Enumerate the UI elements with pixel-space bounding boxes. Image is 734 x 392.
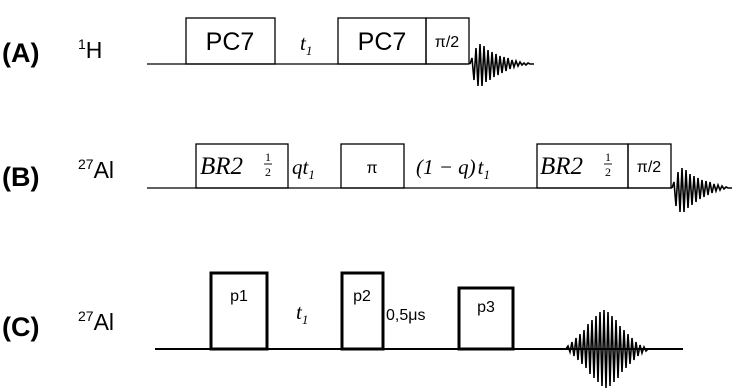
panel-b-fid: [671, 167, 732, 213]
panel-b-pi2-pulse: [627, 143, 672, 189]
panel-a-nucleus: 1H: [78, 36, 102, 63]
panel-c-p3-pulse: [457, 286, 515, 351]
panel-c-p3-label: p3: [477, 299, 495, 316]
panel-c-echo: [565, 309, 650, 389]
panel-a-pi2-pulse: [425, 17, 470, 65]
panel-c-p1-label: p1: [230, 288, 248, 305]
panel-b-label: (B): [2, 162, 39, 192]
panel-b-br2-block-1: [195, 143, 289, 189]
panel-a-pc7-label-1: PC7: [206, 28, 255, 56]
panel-b-br2-label-2: BR2: [540, 153, 583, 180]
panel-b-fraction-num-1: 1: [265, 150, 271, 164]
panel-c-label: (C): [2, 312, 39, 342]
panel-b: (B) 27Al BR2 1 2 qt1 π (1 − q)t1 BR2 1 2…: [2, 143, 732, 213]
panel-b-br2-label-1: BR2: [200, 153, 243, 180]
panel-a-pc7-label-2: PC7: [358, 28, 407, 56]
panel-a-pi2-label: π/2: [435, 34, 459, 51]
panel-a-fid: [469, 43, 534, 87]
panel-c: (C) 27Al p1 t1 p2 0,5μs p3: [2, 271, 683, 389]
panel-b-fraction-den-2: 2: [605, 165, 611, 179]
panel-c-p1-pulse: [209, 271, 269, 351]
panel-c-p2-pulse: [340, 271, 385, 351]
panel-a-delay-t1: t1: [300, 31, 312, 58]
panel-b-delay-qt1: qt1: [292, 155, 315, 182]
panel-c-p2-label: p2: [353, 288, 371, 305]
panel-b-pi-label: π: [366, 160, 377, 177]
panel-b-pi-pulse: [340, 143, 405, 189]
panel-c-delay-t1: t1: [296, 300, 308, 327]
panel-b-delay-1-q-t1: (1 − q)t1: [416, 155, 490, 182]
panel-b-fraction-num-2: 1: [605, 150, 611, 164]
panel-a: (A) 1H PC7 t1 PC7 π/2: [2, 17, 534, 87]
panel-c-nucleus: 27Al: [78, 308, 114, 335]
panel-c-delay-0-5us: 0,5μs: [386, 307, 425, 324]
panel-b-fraction-den-1: 2: [265, 165, 271, 179]
panel-a-pc7-block-1: [185, 17, 276, 65]
panel-b-pi2-label: π/2: [637, 159, 661, 176]
panel-b-nucleus: 27Al: [78, 156, 114, 183]
panel-a-label: (A): [2, 38, 39, 68]
